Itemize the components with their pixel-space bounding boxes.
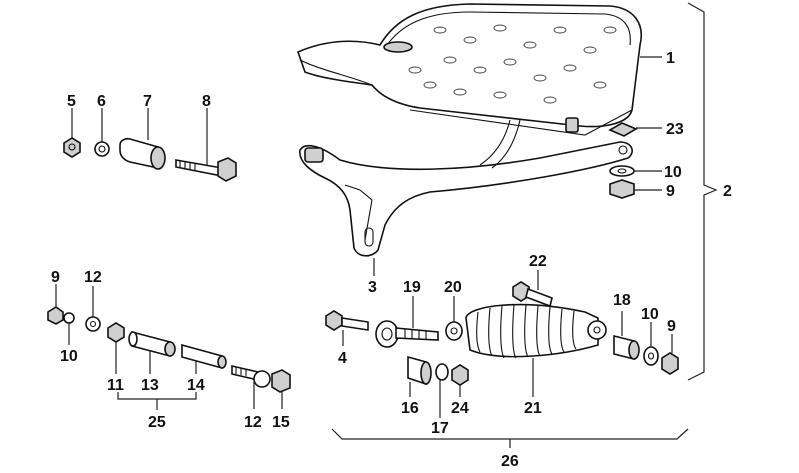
callout-1: 1 [666,50,675,67]
callout-4: 4 [338,350,347,367]
callout-9-lower-left: 9 [51,269,60,286]
bolt-4 [325,310,369,331]
callout-20: 20 [444,279,462,296]
callout-2: 2 [723,183,732,200]
callout-9-lower-right: 9 [667,318,676,335]
nut-24 [451,364,469,386]
callout-24: 24 [451,400,469,417]
callout-8: 8 [202,93,211,110]
callout-10-lower-right: 10 [641,306,659,323]
bolt-22 [512,281,553,308]
lock-washer-6 [94,141,110,157]
callout-16: 16 [401,400,419,417]
callout-21: 21 [524,400,542,417]
seat-bracket-part [299,119,633,257]
sleeve-14 [181,343,227,370]
callout-25: 25 [148,414,166,431]
washer-10-lower-right [643,346,659,366]
callout-15: 15 [272,414,290,431]
spacer-sleeve-7 [119,137,166,170]
callout-labels: 1 2 3 4 5 6 7 8 9 9 9 10 10 10 11 12 12 … [51,50,732,470]
callout-10-upper: 10 [664,164,682,181]
callout-14: 14 [187,377,205,394]
callout-7: 7 [143,93,152,110]
callout-22: 22 [529,253,547,270]
washer-10-upper [609,165,635,177]
callout-17: 17 [431,420,449,437]
callout-5: 5 [67,93,76,110]
nut-9-upper [609,179,635,199]
callout-23: 23 [666,121,684,138]
leader-lines [55,2,718,448]
washer-12-left [85,316,101,332]
callout-18: 18 [613,292,631,309]
callout-12-left: 12 [84,269,102,286]
callout-19: 19 [403,279,421,296]
washer-20 [445,321,463,341]
nut-9-lower-right [661,352,679,375]
callout-13: 13 [141,377,159,394]
clip-23 [608,122,638,137]
seat-part [296,3,642,136]
washer-17 [435,363,449,381]
nut-5 [63,137,81,158]
callout-6: 6 [97,93,106,110]
bolt-8 [175,157,237,182]
callout-10-lower-left: 10 [60,348,78,365]
callout-3: 3 [368,279,377,296]
shock-absorber-21 [465,303,607,359]
callout-11: 11 [107,377,124,394]
callout-12-right: 12 [244,414,262,431]
eye-bolt-19 [375,320,439,348]
bolt-15-assembly [231,364,291,393]
nut-11 [107,322,125,343]
callout-26: 26 [501,453,519,470]
nut-9-lower-left [47,306,64,325]
callout-9-upper: 9 [666,183,675,200]
bushing-16 [407,355,432,386]
bushing-13 [128,330,176,358]
bushing-18 [613,334,640,361]
washer-10-lower-left [63,312,75,324]
